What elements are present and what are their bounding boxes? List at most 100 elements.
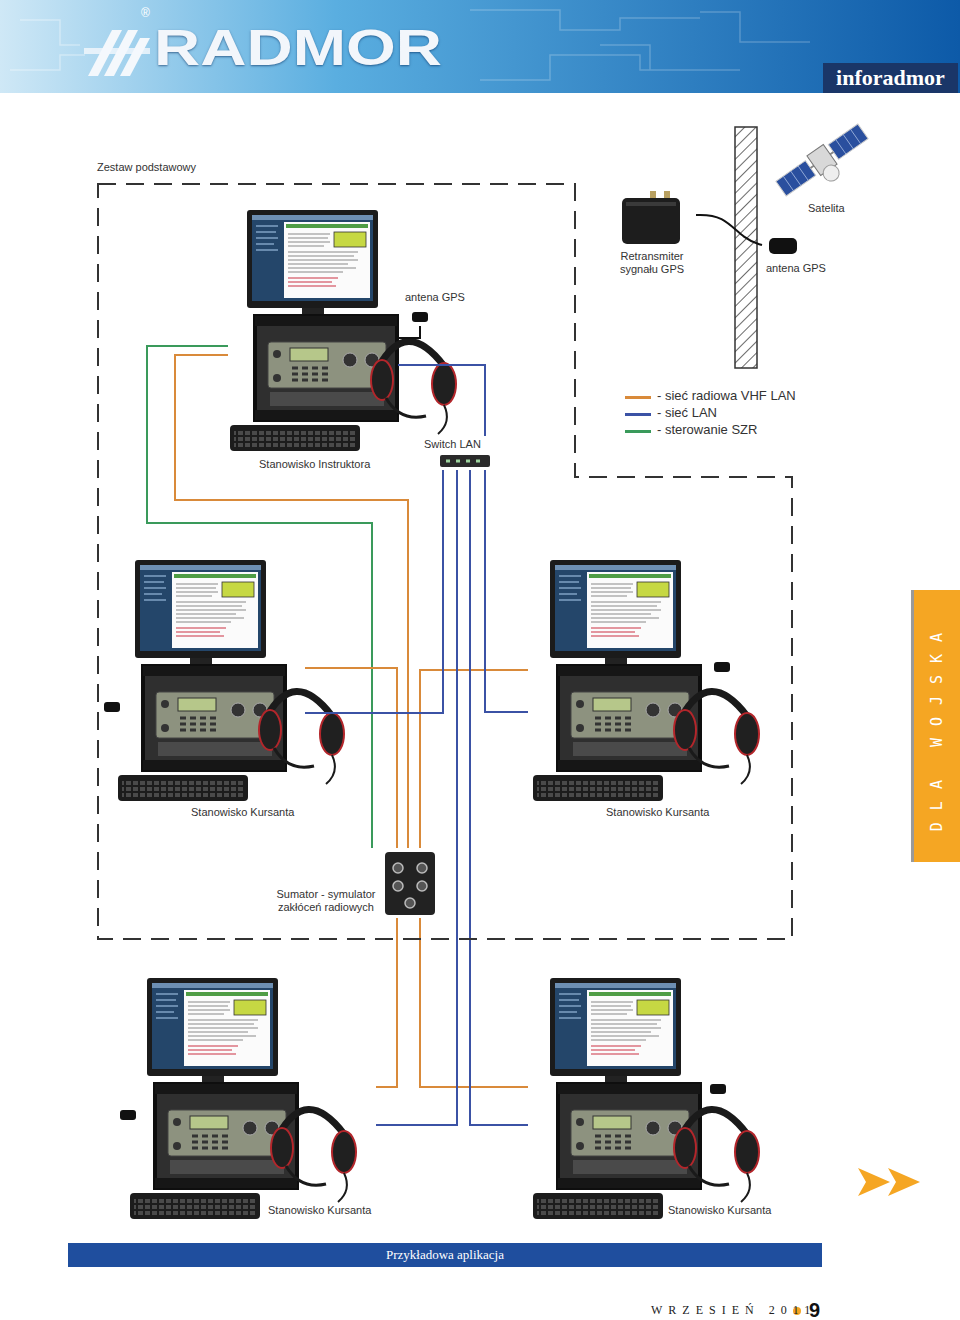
switch-node: Switch LAN (418, 436, 492, 470)
combiner-box-part (385, 852, 435, 915)
section-tab: DLA WOJSKA (928, 621, 946, 831)
lan-switch (440, 455, 490, 467)
cable (470, 470, 528, 1125)
cable (398, 326, 420, 338)
header-banner (0, 0, 960, 93)
combiner-node: Sumator - symulator zakłóceń radiowych (270, 848, 437, 918)
issue-date: WRZESIEŃ 2011 (651, 1303, 816, 1317)
region-heading: Zestaw podstawowy (97, 161, 196, 174)
combiner-box (385, 852, 435, 915)
workstation-part (230, 210, 456, 451)
workstation-part (118, 560, 344, 801)
lan-switch-part (440, 455, 490, 467)
node-label: Stanowisko Kursanta (668, 1204, 771, 1217)
instructor-station: Stanowisko Instruktora (228, 205, 398, 480)
legend-swatch (625, 396, 651, 399)
combiner-box-part (393, 863, 403, 873)
node-label: antena GPS (405, 291, 465, 304)
antenna-node: antena GPS (762, 235, 830, 279)
retransmitter-device (622, 191, 680, 244)
legend-text: - sieć radiowa VHF LAN (657, 388, 796, 404)
header-banner-part (10, 20, 85, 70)
gps-antenna-part (710, 1084, 726, 1094)
combiner-box-part (393, 881, 403, 891)
satellite (774, 121, 877, 208)
logo-mark-part (84, 48, 150, 54)
side-tab (911, 590, 960, 862)
kit-region: antena GPS Stanowisko Instruktora Switch L… (97, 183, 793, 940)
logo-mark-part (120, 38, 150, 76)
antenna-node: antena GPS (400, 290, 469, 326)
combiner-box-part (417, 881, 427, 891)
logo-mark (84, 30, 150, 76)
lan-switch-part (446, 460, 480, 463)
header-banner-part (470, 10, 810, 80)
cable (147, 346, 372, 848)
retransmitter-device-part (626, 202, 676, 206)
node-label: Switch LAN (424, 438, 481, 451)
gps-antenna-part (714, 662, 730, 672)
legend-swatch (625, 430, 651, 433)
legend-swatch (625, 413, 651, 416)
node-label: Satelita (808, 202, 845, 215)
cable (398, 365, 485, 436)
header-banner-part (0, 0, 960, 93)
workstation-part (533, 978, 759, 1219)
magazine-badge: inforadmor (823, 63, 958, 93)
page-number: 9 (809, 1298, 820, 1320)
cable (420, 670, 528, 848)
caption-bar (68, 1243, 822, 1267)
gps-antenna-part (769, 238, 797, 254)
next-arrows-part (858, 1168, 890, 1196)
cable (420, 918, 528, 1087)
satellite-node: Satelita (772, 128, 868, 218)
node-label: Stanowisko Kursanta (191, 806, 294, 819)
workstation-part (533, 560, 759, 801)
node-label: Retransmiter sygnału GPS (612, 250, 692, 276)
satellite-part (820, 162, 842, 184)
gps-antenna-part (412, 312, 428, 322)
cable (376, 918, 397, 1087)
trainee-station: Stanowisko Kursanta (112, 558, 305, 825)
gps-antenna-part (120, 1110, 136, 1120)
caption: Przykładowa aplikacja (68, 1243, 822, 1267)
footer-dot (793, 1307, 801, 1315)
wall (735, 127, 757, 368)
satellite-part (783, 129, 860, 191)
caption-bar-part (68, 1243, 822, 1267)
side-tab-part (914, 590, 960, 862)
cable (305, 470, 443, 713)
combiner-box-part (405, 898, 415, 908)
cable (305, 668, 397, 848)
cable (485, 470, 528, 712)
legend-text: - sterowanie SZR (657, 422, 757, 438)
trainee-station: Stanowisko Kursanta (528, 558, 720, 825)
trainee-station: Stanowisko Kursanta (125, 976, 376, 1224)
region-outline (98, 184, 792, 939)
trainee-station: Stanowisko Kursanta (528, 976, 776, 1224)
cable (376, 470, 457, 1125)
logo-text: RADMOR (154, 18, 442, 78)
node-label: Stanowisko Kursanta (606, 806, 709, 819)
node-label: Sumator - symulator zakłóceń radiowych (270, 888, 382, 914)
workstation (118, 210, 759, 1219)
wall-part (735, 127, 757, 368)
next-arrows (858, 1168, 920, 1196)
cable (696, 215, 762, 245)
legend-text: - sieć LAN (657, 405, 717, 421)
footer-dot-part (793, 1307, 801, 1315)
retransmitter-device-part (622, 198, 680, 244)
node-label: antena GPS (766, 262, 826, 275)
registered-mark: ® (141, 6, 150, 20)
region-outline (97, 183, 793, 940)
combiner-box-part (417, 863, 427, 873)
node-label: Stanowisko Kursanta (268, 1204, 371, 1217)
gps-antenna-part (104, 702, 120, 712)
retransmitter-node: Retransmiter sygnału GPS (612, 193, 696, 279)
workstation-part (130, 978, 356, 1219)
node-label: Stanowisko Instruktora (259, 458, 370, 471)
